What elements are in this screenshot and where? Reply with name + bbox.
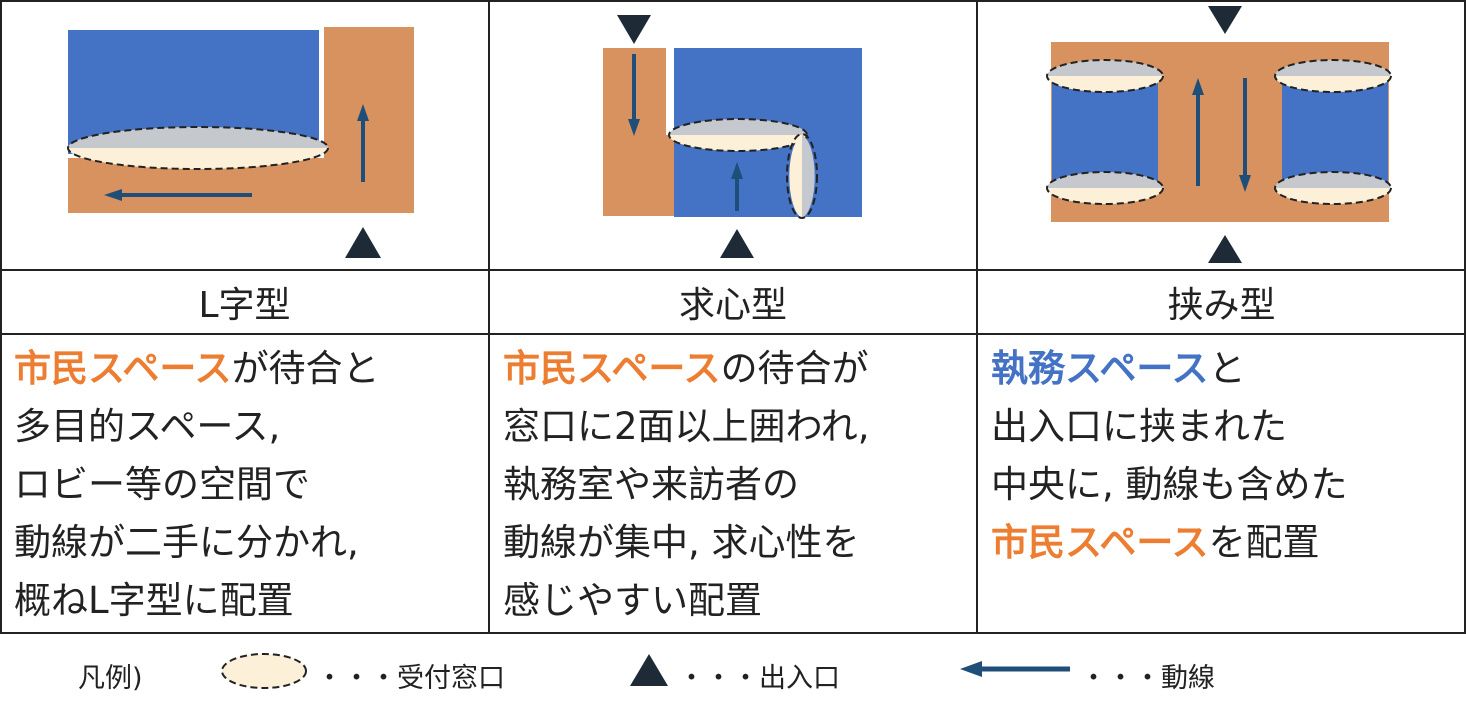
centripetal-entrance-triangle-bottom xyxy=(720,229,754,258)
l-shape-diagram xyxy=(67,27,414,258)
reception-window-legend-icon xyxy=(221,653,307,689)
flow-line-legend-icon xyxy=(960,661,1070,677)
description-line: 市民スペースが待合と xyxy=(14,340,489,398)
legend-title: 凡例) xyxy=(78,663,143,694)
l-shape-diagram-cell xyxy=(0,0,489,270)
description-text: 窓口に2面以上囲われ, xyxy=(503,405,870,448)
description-text: 出入口に挟まれた xyxy=(991,405,1287,448)
sandwich-diagram xyxy=(1046,6,1392,263)
description-text: 概ねL字型に配置 xyxy=(14,579,294,622)
description-text: 感じやすい配置 xyxy=(503,579,762,622)
description-text: 執務室や来訪者の xyxy=(503,463,799,506)
sandwich-diagram-cell xyxy=(977,0,1466,270)
description-text: 多目的スペース, xyxy=(14,405,281,448)
sandwich-office-space-left xyxy=(1052,76,1158,186)
description-text: と xyxy=(1208,347,1246,390)
centripetal-diagram-cell xyxy=(489,0,977,270)
description-line: 窓口に2面以上囲われ, xyxy=(503,398,977,456)
description-line: 動線が集中, 求心性を xyxy=(503,514,977,572)
description-line: 出入口に挟まれた xyxy=(991,398,1466,456)
sandwich-entrance-triangle-top xyxy=(1208,6,1242,34)
description-text: 中央に, 動線も含めた xyxy=(991,463,1348,506)
sandwich-entrance-triangle-bottom xyxy=(1208,235,1242,263)
layout-comparison-table: L字型 求心型 挟み型 市民スペースが待合と多目的スペース,ロビー等の空間で動線… xyxy=(0,0,1466,634)
description-text: が待合と xyxy=(231,347,380,390)
description-line: ロビー等の空間で xyxy=(14,456,489,514)
sandwich-description: 執務スペースと出入口に挟まれた中央に, 動線も含めた市民スペースを配置 xyxy=(977,334,1466,634)
description-text: 動線が集中, 求心性を xyxy=(503,521,860,564)
description-text: の待合が xyxy=(720,347,869,390)
description-line: 執務スペースと xyxy=(991,340,1466,398)
highlighted-term: 市民スペース xyxy=(14,347,232,390)
description-text: 動線が二手に分かれ, xyxy=(14,521,359,564)
description-line: 執務室や来訪者の xyxy=(503,456,977,514)
l-shape-label: L字型 xyxy=(198,285,291,326)
entrance-legend-icon xyxy=(630,654,668,686)
centripetal-diagram xyxy=(603,15,862,258)
l-shape-entrance-triangle xyxy=(345,227,381,258)
highlighted-term: 市民スペース xyxy=(503,347,721,390)
centripetal-description: 市民スペースの待合が窓口に2面以上囲われ, 執務室や来訪者の動線が集中, 求心性を… xyxy=(489,334,977,634)
description-text: ロビー等の空間で xyxy=(14,463,310,506)
description-line: 中央に, 動線も含めた xyxy=(991,456,1466,514)
l-shape-citizen-space-vertical xyxy=(324,27,414,213)
description-line: 感じやすい配置 xyxy=(503,572,977,630)
legend-entrance: ・・・出入口 xyxy=(678,663,840,694)
highlighted-term: 市民スペース xyxy=(991,521,1209,564)
description-line: 概ねL字型に配置 xyxy=(14,572,489,630)
description-text: を配置 xyxy=(1208,521,1320,564)
highlighted-term: 執務スペース xyxy=(991,347,1209,390)
description-line: 市民スペースの待合が xyxy=(503,340,977,398)
legend-reception-window: ・・・受付窓口 xyxy=(316,663,505,694)
sandwich-label: 挟み型 xyxy=(1167,285,1276,326)
legend-flow-line: ・・・動線 xyxy=(1080,663,1215,694)
legend: 凡例) ・・・受付窓口 ・・・出入口 ・・・動線 xyxy=(0,634,1466,714)
description-line: 動線が二手に分かれ, xyxy=(14,514,489,572)
description-line: 市民スペースを配置 xyxy=(991,514,1466,572)
centripetal-label: 求心型 xyxy=(678,285,787,326)
centripetal-entrance-triangle-top xyxy=(617,15,651,44)
l-shape-description: 市民スペースが待合と多目的スペース, ロビー等の空間で動線が二手に分かれ, 概ねL字… xyxy=(0,334,489,634)
description-line: 多目的スペース, xyxy=(14,398,489,456)
